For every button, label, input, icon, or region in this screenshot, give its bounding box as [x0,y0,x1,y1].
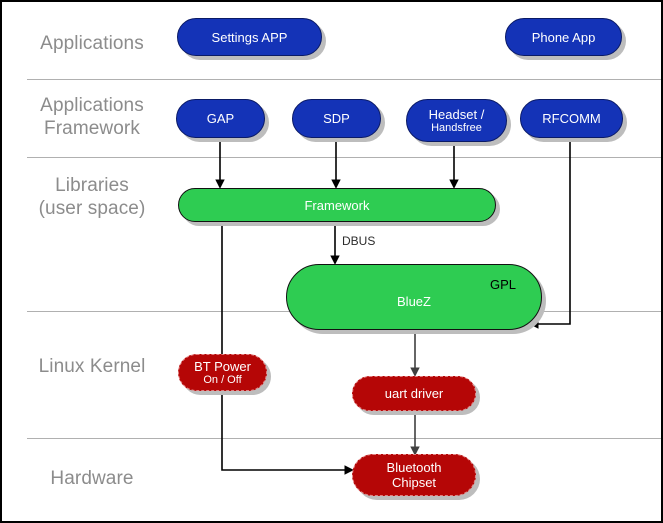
node-label: RFCOMM [542,111,601,126]
node-settings-app[interactable]: Settings APP [177,18,326,60]
node-bluez[interactable]: GPL BlueZ [286,264,546,334]
node-body [352,454,476,496]
node-body [520,99,623,138]
node-uart-driver[interactable]: uart driver [352,376,480,415]
node-label: Settings APP [211,29,288,45]
node-sublabel: On / Off [203,373,242,386]
node-body [177,18,322,56]
node-label: Headset / [428,106,485,122]
node-label: Bluetooth [386,460,442,475]
node-body [406,99,507,142]
layer-label-applications-framework: Applications Framework [40,95,144,139]
layer-label-libraries: Libraries (user space) [38,175,146,219]
node-label: Framework [304,197,370,213]
node-sdp[interactable]: SDP [292,99,385,142]
node-bt-power[interactable]: BT Power On / Off [178,354,271,395]
divider-linux-kernel [27,438,661,439]
node-sublabel: Handsfree [431,121,482,134]
node-label: SDP [323,111,350,126]
layer-label-linux-kernel: Linux Kernel [38,356,146,377]
divider-applications [27,79,661,80]
node-framework[interactable]: Framework [178,188,500,226]
node-label: BlueZ [397,293,431,309]
node-license-label: GPL [489,277,516,292]
node-bluetooth-chipset[interactable]: Bluetooth Chipset [352,454,480,500]
edge-framework-to-chipset [221,222,354,475]
node-label: Phone App [531,29,596,45]
node-body [505,18,622,56]
node-phone-app[interactable]: Phone App [505,18,626,60]
node-sublabel: Chipset [391,475,437,490]
node-body [352,376,476,411]
node-body [292,99,381,138]
edge-label-dbus: DBUS [342,234,376,248]
node-gap[interactable]: GAP [176,99,269,142]
node-body [176,99,265,138]
node-label: GAP [206,111,235,126]
node-label: BT Power [194,358,251,374]
node-label: uart driver [384,386,444,401]
layer-label-hardware: Hardware [50,468,134,489]
node-rfcomm[interactable]: RFCOMM [520,99,627,142]
node-headset-handsfree[interactable]: Headset / Handsfree [406,99,511,146]
layer-label-applications: Applications [40,33,144,54]
divider-applications-framework [27,157,661,158]
